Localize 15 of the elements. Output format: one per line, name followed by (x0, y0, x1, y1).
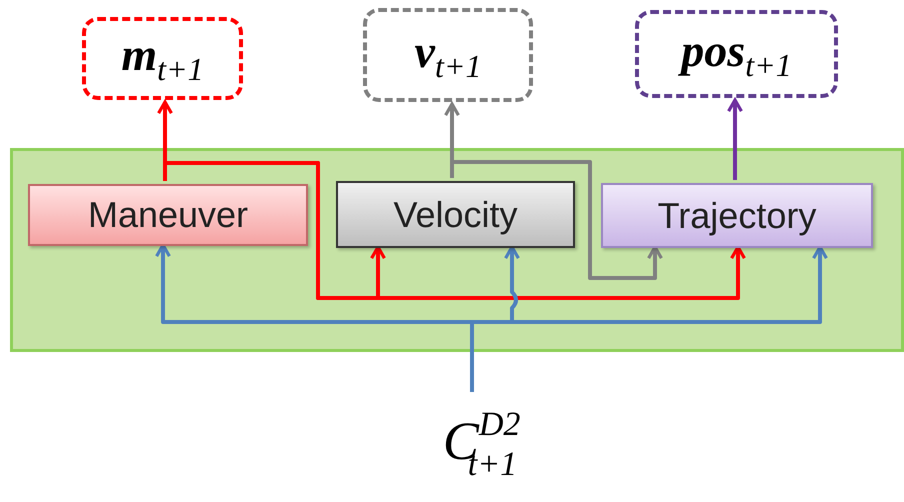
module-panel (10, 148, 904, 352)
arrow (450, 160, 663, 280)
process-label: Trajectory (658, 194, 816, 236)
arrow (163, 161, 746, 300)
process-box (28, 184, 308, 246)
process-box (336, 181, 575, 248)
process-label: Maneuver (88, 194, 248, 236)
math-label: v$_{t+1}$ (414, 24, 482, 86)
output-variable-box (635, 10, 838, 98)
output-variable-box (363, 8, 533, 102)
process-label: Velocity (393, 194, 518, 236)
arrow (727, 98, 743, 180)
math-label: m$_{t+1}$ (121, 28, 204, 89)
output-variable-box (82, 17, 243, 100)
process-box (601, 183, 873, 248)
